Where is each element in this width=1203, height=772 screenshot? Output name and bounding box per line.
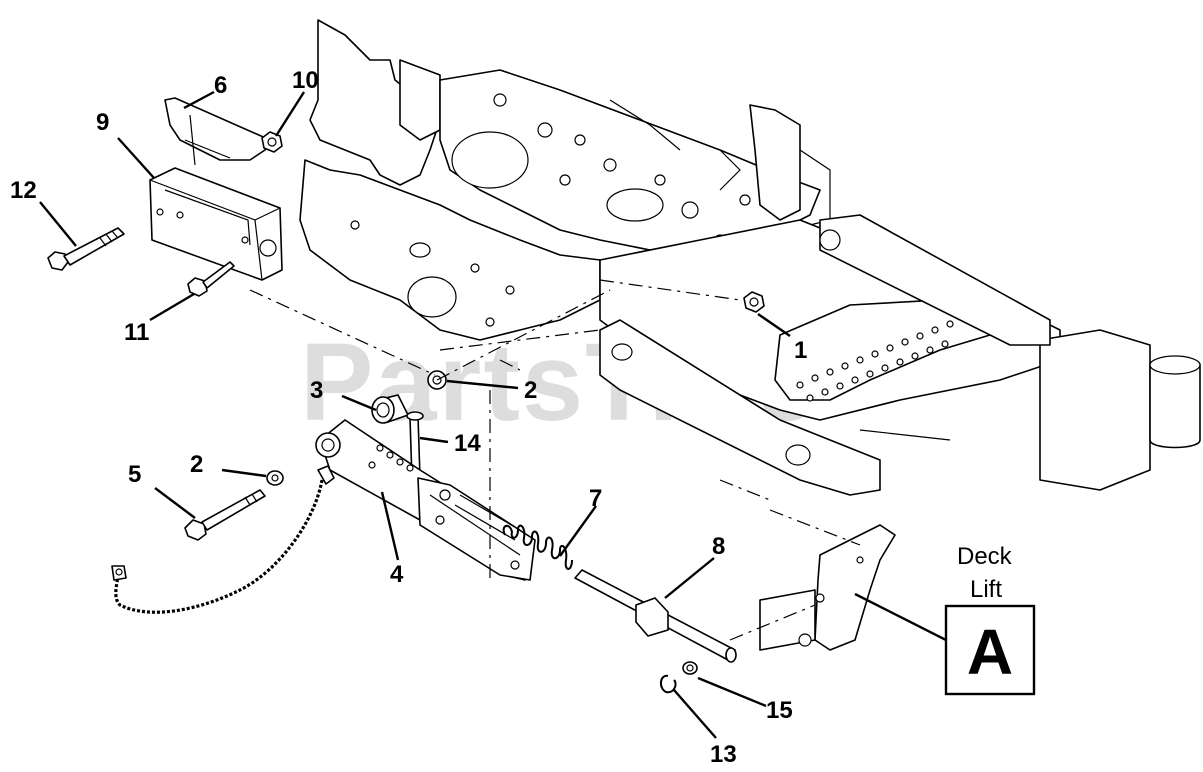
callout-15: 15 [766, 697, 793, 724]
callout-8: 8 [712, 533, 725, 560]
part-5-bolt [184, 489, 266, 541]
callout-5: 5 [128, 461, 141, 488]
part-2-washer-lower [266, 470, 284, 486]
callout-6: 6 [214, 72, 227, 99]
deck-lift-bracket [759, 524, 896, 651]
perforated-holes [796, 314, 969, 402]
part-6-clip [164, 97, 271, 166]
part-4-lift-arm [315, 419, 536, 581]
cable [111, 465, 335, 614]
callout-13: 13 [710, 741, 737, 768]
part-10-nut [261, 131, 283, 153]
reference-deck-lift: Deck Lift A [944, 543, 1036, 696]
callout-3: 3 [310, 377, 323, 404]
callout-9: 9 [96, 109, 109, 136]
callout-4: 4 [390, 561, 404, 588]
callout-2-lower: 2 [190, 451, 203, 478]
part-12-bolt [47, 227, 125, 271]
callout-2-upper: 2 [524, 377, 537, 404]
reference-caption-line2: Lift [970, 576, 1002, 603]
part-3-bushing [371, 394, 409, 424]
part-9-bracket [149, 167, 283, 281]
part-1-nut [743, 291, 765, 313]
reference-caption-line1: Deck [957, 543, 1013, 570]
callout-7: 7 [589, 485, 602, 512]
callout-1: 1 [794, 337, 807, 364]
callout-11: 11 [124, 319, 149, 346]
part-15-washer [682, 661, 698, 675]
reference-box-letter: A [967, 616, 1013, 688]
mower-frame [299, 19, 1201, 496]
callout-labels: 1 2 2 3 4 5 6 7 8 9 10 11 12 13 15 14 [10, 67, 807, 768]
callout-12: 12 [10, 177, 37, 204]
part-11-screw [187, 261, 235, 297]
assembly-lines [249, 279, 861, 641]
reference-box [944, 604, 1036, 696]
leader-lines [39, 90, 947, 739]
callout-10: 10 [292, 67, 319, 94]
part-13-clip [660, 674, 677, 694]
callout-14: 14 [454, 430, 481, 457]
part-8-rod [574, 569, 737, 663]
